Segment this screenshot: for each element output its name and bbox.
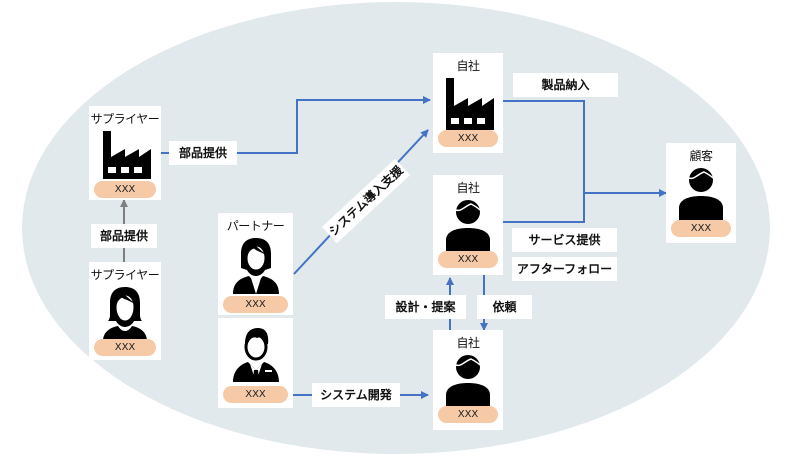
edge-product-delivery — [503, 100, 585, 193]
node-tag: XXX — [438, 130, 498, 147]
edge-service-provision — [503, 193, 585, 223]
node-partner-man: XXX — [218, 318, 293, 408]
label-system-development: システム開発 — [312, 383, 400, 407]
label-service-provision: サービス提供 — [512, 228, 617, 252]
node-customer: 顧客 XXX — [666, 143, 736, 243]
node-tag: XXX — [438, 406, 498, 423]
node-tag: XXX — [94, 181, 156, 198]
person-icon — [679, 168, 723, 222]
label-request: 依頼 — [477, 295, 532, 319]
node-tag: XXX — [223, 296, 288, 313]
node-own-factory: 自社 XXX — [433, 53, 503, 153]
node-tag: XXX — [671, 220, 731, 237]
factory-icon — [446, 78, 494, 130]
label-after-follow: アフターフォロー — [512, 257, 617, 281]
node-title: 自社 — [456, 59, 480, 73]
label-parts-supply-vertical: 部品提供 — [91, 224, 157, 248]
label-design-proposal: 設計・提案 — [385, 295, 466, 319]
person-icon — [446, 355, 490, 409]
node-supplier-person: サプライヤー XXX — [89, 262, 161, 360]
node-title: サプライヤー — [90, 268, 160, 282]
node-title: サプライヤー — [90, 112, 160, 126]
node-tag: XXX — [223, 386, 288, 403]
factory-icon — [103, 131, 151, 179]
node-tag: XXX — [94, 339, 156, 356]
node-tag: XXX — [438, 251, 498, 268]
node-title: 自社 — [456, 336, 480, 350]
person-icon — [446, 200, 490, 254]
node-title: 顧客 — [689, 149, 713, 163]
businesswoman-icon — [232, 238, 279, 294]
node-title: 自社 — [456, 181, 480, 195]
woman-icon — [103, 287, 147, 341]
node-partner-woman: パートナー XXX — [218, 213, 293, 315]
label-parts-supply-horizontal: 部品提供 — [169, 141, 237, 165]
node-own-person-middle: 自社 XXX — [433, 175, 503, 275]
node-title: パートナー — [226, 219, 285, 233]
label-product-delivery: 製品納入 — [513, 73, 618, 97]
node-supplier-factory: サプライヤー XXX — [89, 106, 161, 200]
businessman-icon — [232, 328, 279, 382]
node-own-person-bottom: 自社 XXX — [433, 330, 503, 430]
